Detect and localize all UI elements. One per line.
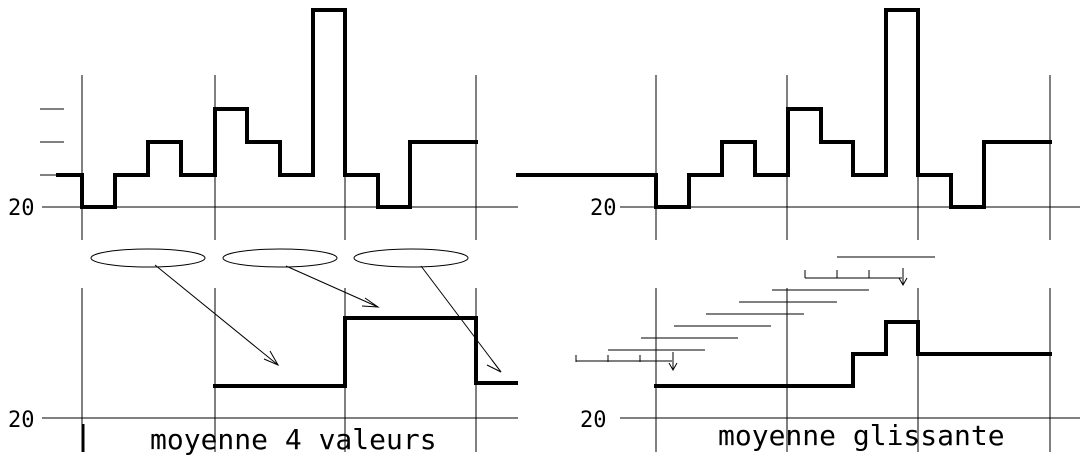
right-bottom-axes: 20 [580, 288, 1080, 452]
window-arrow-head-1 [668, 362, 678, 372]
right-caption: moyenne glissante [718, 419, 1005, 452]
group-ellipse-1 [90, 248, 206, 268]
arrow-head-2 [361, 297, 380, 308]
left-caption: moyenne 4 valeurs [150, 423, 437, 456]
left-average-signal [213, 316, 518, 388]
arrow-head-1 [263, 350, 280, 367]
right-sliding-average-signal [654, 320, 1052, 388]
right-top-step-signal [516, 8, 1052, 209]
right-bottom-y-label: 20 [580, 408, 607, 433]
arrow-2 [285, 265, 379, 308]
left-top-axes: 20 [8, 75, 518, 240]
arrow-1 [154, 264, 279, 366]
left-panel: 20 20 moyenne 4 valeurs [8, 8, 518, 456]
left-top-step-signal [56, 8, 478, 209]
right-top-y-label: 20 [590, 196, 617, 221]
left-top-y-label: 20 [8, 196, 35, 221]
group-ellipse-3 [353, 248, 469, 268]
right-panel: 20 [516, 8, 1080, 452]
window-arrow-head-2 [898, 277, 908, 287]
group-ellipse-2 [222, 248, 338, 268]
arrow-head-3 [486, 359, 502, 373]
right-top-axes: 20 [590, 75, 1080, 240]
left-bottom-y-label: 20 [8, 408, 35, 433]
